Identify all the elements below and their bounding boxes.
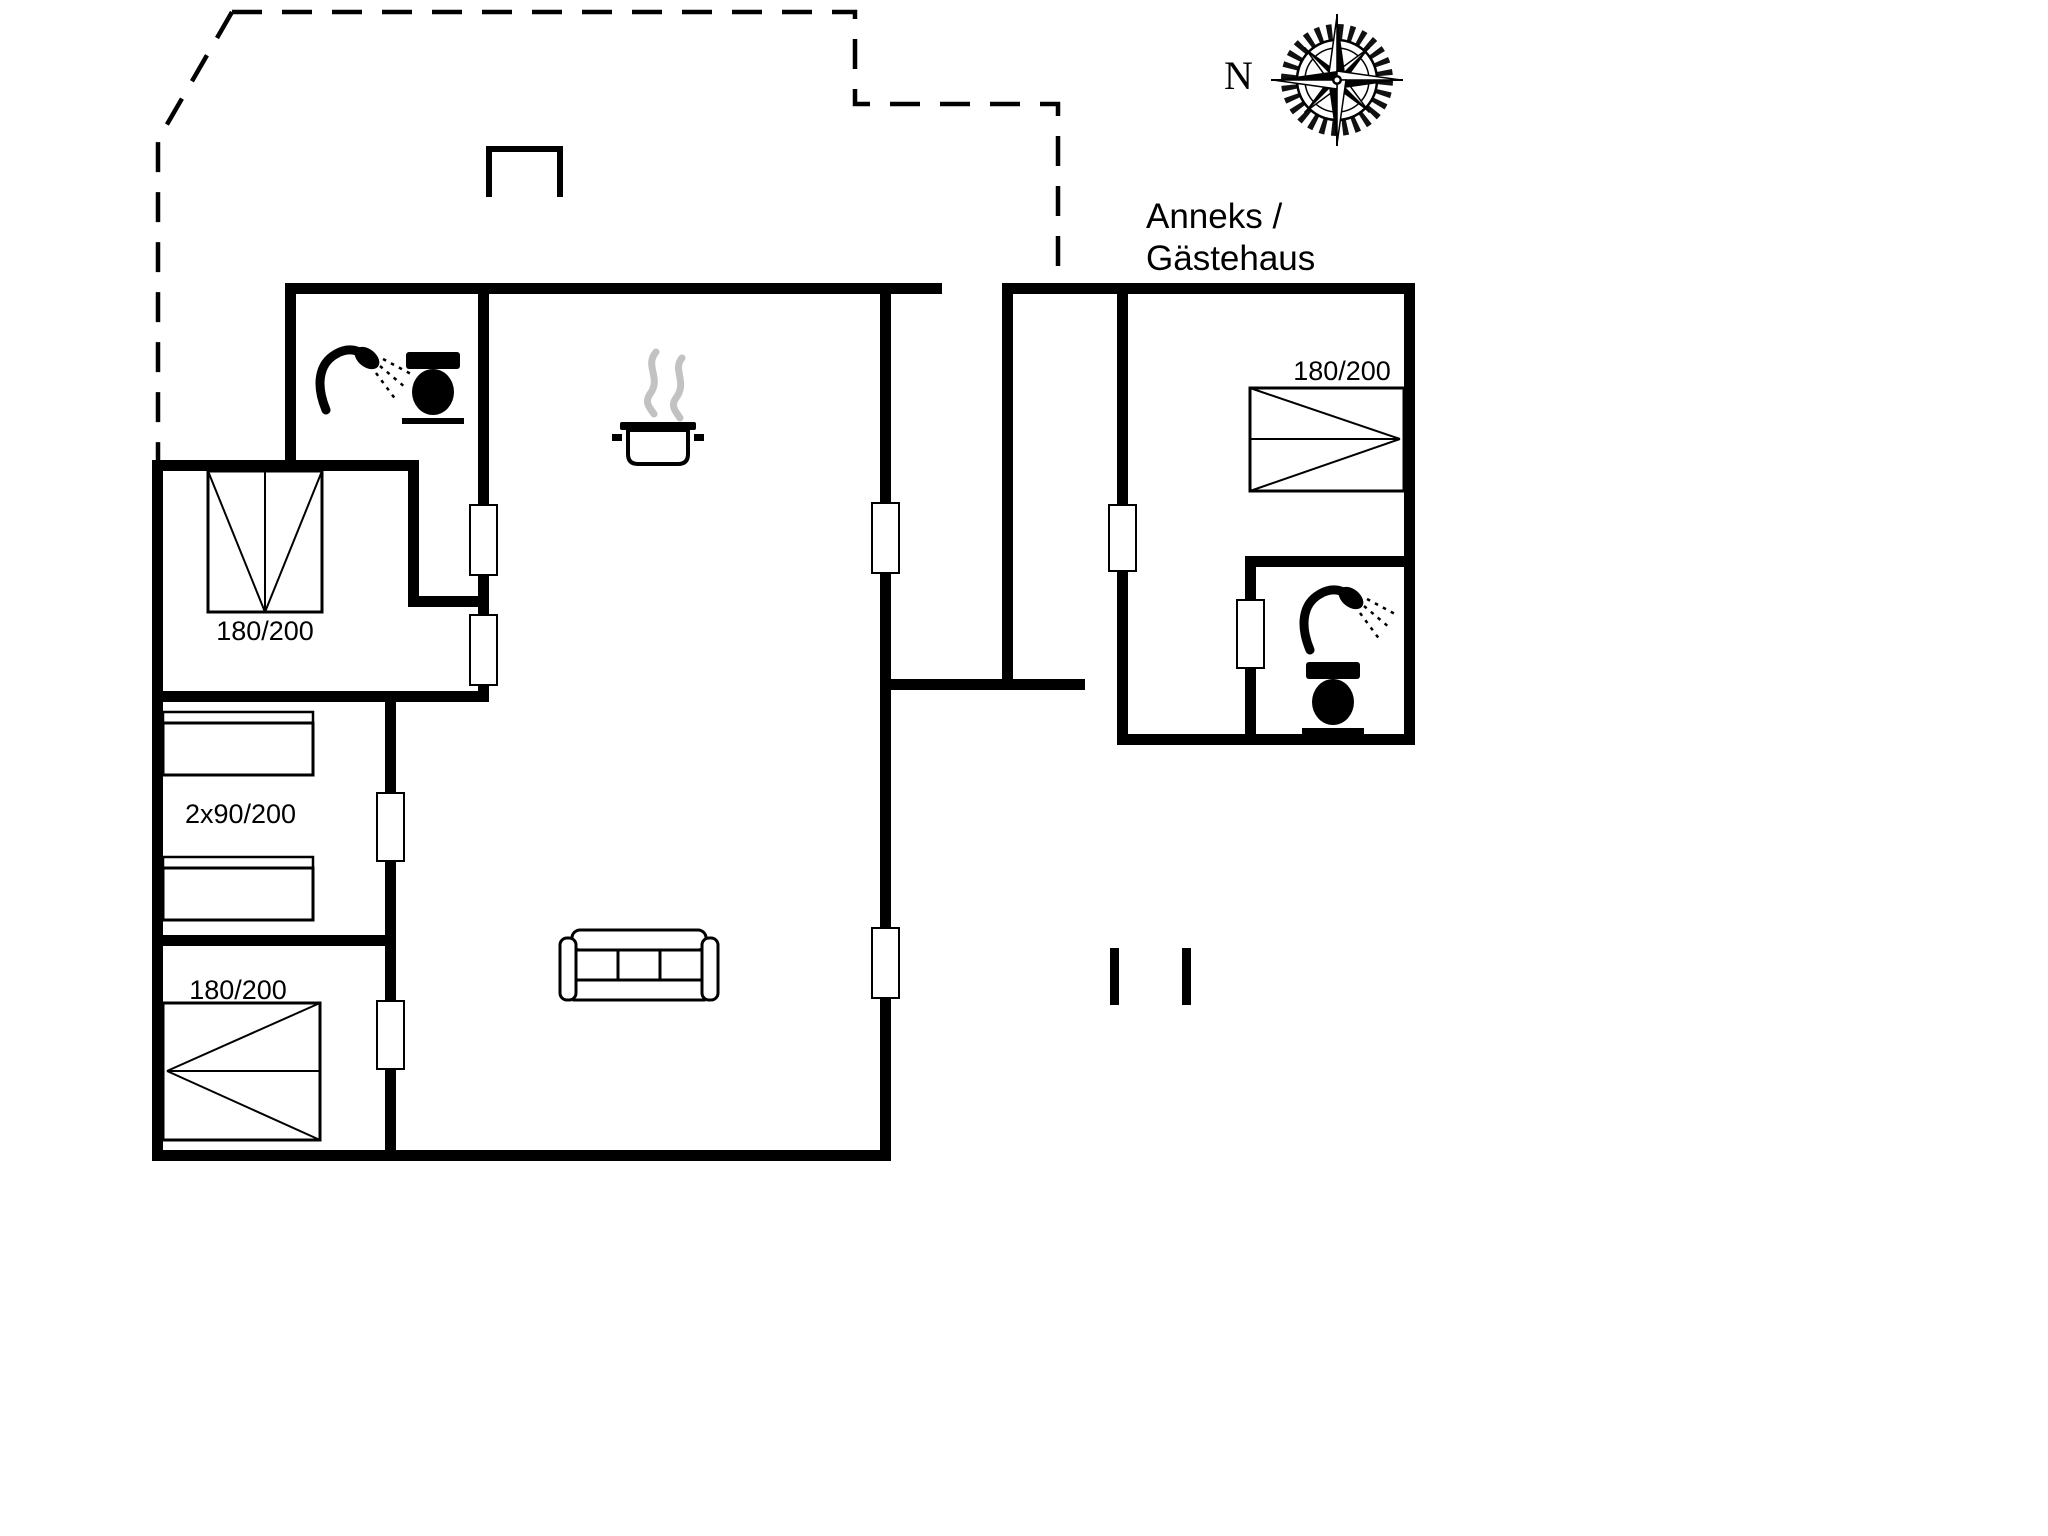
wall-annex-right xyxy=(1404,283,1415,745)
door-opening xyxy=(469,504,498,576)
bed-size-label-annex-bedroom: 180/200 xyxy=(1293,356,1391,386)
bed-double-bottom xyxy=(161,1001,322,1142)
door-opening xyxy=(376,792,405,862)
wall-lower-vertical xyxy=(385,691,396,1161)
wall-annexbath-top xyxy=(1245,556,1415,567)
wall-stub xyxy=(1182,948,1191,1005)
wall-hall-right xyxy=(1002,283,1013,690)
compass-rose-icon xyxy=(1271,14,1403,146)
wall-passage-bottom xyxy=(885,679,1085,690)
door-opening xyxy=(871,502,900,574)
wall-annex-bottom xyxy=(1117,734,1415,745)
chimney-mark xyxy=(486,146,563,197)
wall-bedroom1-bottom xyxy=(152,691,489,702)
compass-north-label: N xyxy=(1224,53,1253,98)
terrace-boundary-dashed xyxy=(155,10,234,460)
wall-left xyxy=(152,460,163,1161)
wall-upper-left xyxy=(152,460,418,471)
wall-bathroom-left xyxy=(285,283,296,471)
wall-top-main xyxy=(285,283,942,294)
sofa-icon xyxy=(558,928,720,1002)
wall-right-main xyxy=(880,283,891,1161)
annex-title-line2: Gästehaus xyxy=(1146,239,1316,278)
steam-icon xyxy=(670,354,686,422)
wall-top-annex xyxy=(1002,283,1415,294)
cooking-pot-icon xyxy=(612,348,704,466)
bed-size-label-bottom-bedroom: 180/200 xyxy=(189,975,287,1005)
wall-stub xyxy=(1110,948,1119,1005)
door-opening xyxy=(871,927,900,999)
wall-nook-left xyxy=(408,460,419,607)
wall-bathroom-right xyxy=(478,283,489,695)
toilet-icon xyxy=(1302,662,1364,734)
bed-size-label-bunk-bedroom: 2x90/200 xyxy=(184,799,297,829)
annex-title: Anneks / Gästehaus xyxy=(1146,196,1315,280)
bed-bunks xyxy=(161,710,315,922)
shower-icon xyxy=(1304,582,1395,650)
steam-icon xyxy=(644,348,660,418)
toilet-icon xyxy=(402,352,464,424)
annex-title-line1: Anneks / xyxy=(1146,197,1283,236)
bed-double-left xyxy=(206,469,324,614)
bed-double-annex xyxy=(1248,386,1406,493)
shower-icon xyxy=(320,342,411,410)
door-opening xyxy=(469,614,498,686)
door-opening xyxy=(376,1000,405,1070)
wall-nook-bottom xyxy=(408,596,489,607)
wall-bottom-main xyxy=(152,1150,891,1161)
bed-size-label-left-bedroom: 180/200 xyxy=(216,616,314,646)
door-opening xyxy=(1236,599,1265,669)
door-opening xyxy=(1108,504,1137,572)
wall-bedrooms-divider xyxy=(152,935,396,946)
terrace-boundary-dashed xyxy=(232,9,1061,283)
